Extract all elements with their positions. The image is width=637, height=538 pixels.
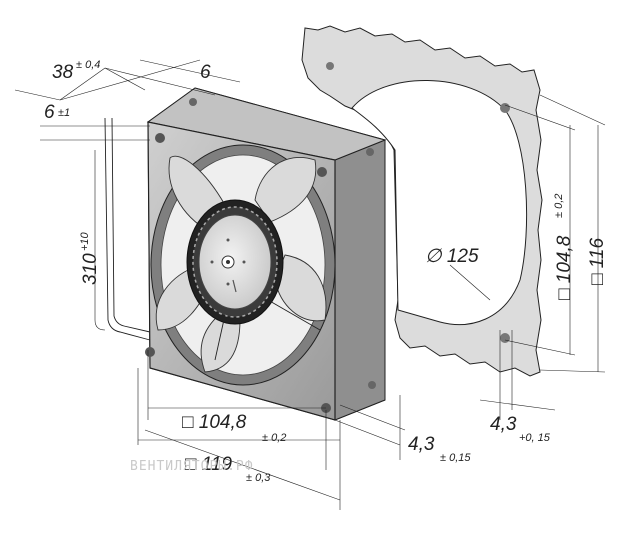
svg-text:± 0,4: ± 0,4 xyxy=(76,59,100,71)
svg-text:38: 38 xyxy=(52,62,74,83)
svg-text:310: 310 xyxy=(80,253,101,285)
label-lead-offset: 6 ±1 xyxy=(44,102,70,123)
svg-text:+0, 15: +0, 15 xyxy=(519,432,551,444)
svg-text:4,3: 4,3 xyxy=(408,434,435,455)
svg-text:6: 6 xyxy=(200,62,211,83)
svg-text:±1: ±1 xyxy=(58,107,70,119)
label-depth: 38 ± 0,4 xyxy=(52,59,100,83)
svg-text:□ 116: □ 116 xyxy=(587,238,608,285)
dimension-lines xyxy=(14,59,606,510)
fan-body xyxy=(145,87,387,421)
watermark: ВЕНТИЛЯТОРЫ.РФ xyxy=(130,459,254,474)
svg-text:∅ 125: ∅ 125 xyxy=(425,246,479,267)
label-frame-width: □ 119 ± 0,3 xyxy=(185,454,271,484)
svg-text:□ 119: □ 119 xyxy=(185,454,232,475)
label-hole-dia-plate: 4,3 +0, 15 xyxy=(490,414,551,444)
plate-hole-top-right xyxy=(500,103,510,113)
svg-text:± 0,2: ± 0,2 xyxy=(553,194,565,218)
svg-text:6: 6 xyxy=(44,102,55,123)
svg-text:□ 104,8: □ 104,8 xyxy=(554,235,575,300)
label-hole-spacing-plate: □ 104,8 ± 0,2 xyxy=(553,194,575,300)
label-opening-dia: ∅ 125 xyxy=(425,246,479,267)
hole-bottom-left xyxy=(145,347,155,357)
label-lead-length: 310 +10 xyxy=(79,231,101,285)
mounting-plate xyxy=(301,25,543,377)
svg-text:± 0,15: ± 0,15 xyxy=(440,452,471,464)
svg-text:+10: +10 xyxy=(79,231,91,251)
label-hole-spacing-front: □ 104,8 ± 0,2 xyxy=(182,412,286,444)
label-plate-width: □ 116 xyxy=(587,238,608,285)
svg-text:□ 104,8: □ 104,8 xyxy=(182,412,247,433)
dimension-labels: 38 ± 0,4 6 6 ±1 310 +10 □ 104,8 ± 0,2 □ … xyxy=(44,59,608,484)
label-flange: 6 xyxy=(200,62,211,83)
svg-text:± 0,2: ± 0,2 xyxy=(262,432,286,444)
svg-text:4,3: 4,3 xyxy=(490,414,517,435)
hub xyxy=(198,214,272,310)
hole-top-left xyxy=(155,133,165,143)
plate-hole-top-left xyxy=(326,62,334,70)
lead-wires xyxy=(104,117,151,341)
label-hole-dia-front: 4,3 ± 0,15 xyxy=(408,434,471,464)
svg-text:± 0,3: ± 0,3 xyxy=(246,472,271,484)
plate-hole-bottom-right xyxy=(500,333,510,343)
hole-top-right xyxy=(317,167,327,177)
